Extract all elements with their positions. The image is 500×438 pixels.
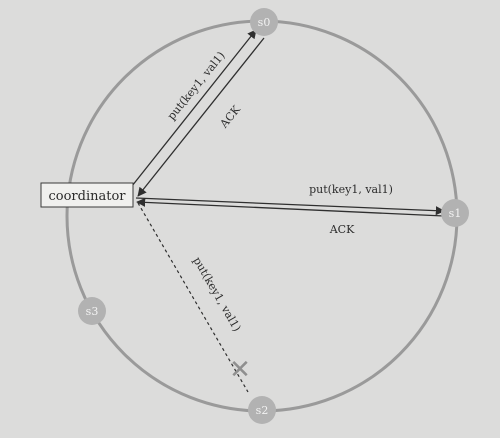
ack-arrow-s0	[137, 37, 265, 197]
coordinator-label: coordinator	[48, 189, 126, 204]
put-arrow-s1	[135, 197, 445, 216]
node-s1-label: s1	[449, 207, 462, 220]
failed-write-cross-icon: ✕	[229, 355, 251, 385]
put-label-s0: put(key1, val1)	[165, 49, 228, 122]
put-arrow-s2	[137, 202, 249, 393]
node-s2-label: s2	[256, 404, 269, 417]
coordinator-box	[40, 182, 134, 208]
node-s3	[78, 297, 106, 325]
ack-arrow-s1	[136, 197, 445, 217]
node-s1	[441, 199, 469, 227]
node-s2	[248, 396, 276, 424]
node-s3-label: s3	[86, 305, 99, 318]
hash-ring	[65, 19, 459, 413]
put-arrow-s0	[131, 29, 257, 187]
node-s0	[250, 8, 278, 36]
put-label-s1: put(key1, val1)	[309, 183, 393, 196]
node-s0-label: s0	[258, 16, 271, 29]
ack-label-s1: ACK	[329, 223, 355, 236]
put-label-s2: put(key1, val1)	[190, 255, 243, 334]
ack-label-s0: ACK	[217, 103, 244, 132]
